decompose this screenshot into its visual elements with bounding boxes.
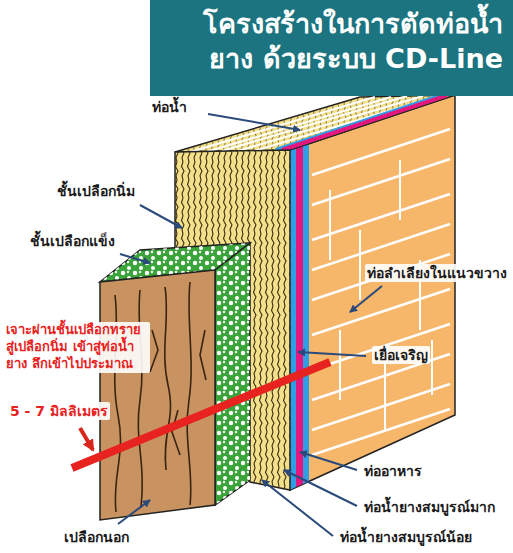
part-label: ชั้นเปลือกนิ่ม <box>55 182 137 200</box>
part-label: ท่อน้ำยางสมบูรณ์น้อย <box>338 528 474 546</box>
part-label: ท่อลำเลียงในแนวขวาง <box>365 264 509 282</box>
tapping-cut <box>72 362 330 468</box>
title-banner: โครงสร้างในการตัดท่อน้ำยาง ด้วยระบบ CD-L… <box>150 0 513 96</box>
part-label: เปลือกนอก <box>62 528 131 546</box>
wood-vessels <box>312 129 450 455</box>
part-label: ท่อน้ำ <box>150 98 189 116</box>
cambium-band <box>290 148 296 490</box>
hard-bark-side <box>215 243 250 505</box>
dimension-label: 5 - 7 มิลลิเมตร <box>8 402 110 420</box>
diagram-title: โครงสร้างในการตัดท่อน้ำยาง ด้วยระบบ CD-L… <box>150 0 513 76</box>
red-arrow <box>80 428 93 450</box>
top-face <box>175 95 455 152</box>
water-tubes <box>190 96 439 152</box>
bark-cracks <box>115 282 206 512</box>
part-label: ท่ออาหาร <box>362 462 424 480</box>
wood-rays <box>330 160 432 430</box>
part-label: เยื่อเจริญ <box>372 346 430 364</box>
wood-face <box>290 95 455 490</box>
part-label: ท่อน้ำยางสมบูรณ์มาก <box>362 498 497 516</box>
outer-bark <box>100 270 215 520</box>
part-label: ชั้นเปลือกแข็ง <box>28 232 117 250</box>
top-band <box>282 95 447 150</box>
xylem-band <box>303 144 309 484</box>
top-face-texture <box>175 95 455 152</box>
note-label: เจาะผ่านชั้นเปลือกทราย สู่เปลือกนิ่ม เข้… <box>4 322 150 373</box>
hard-bark-texture <box>215 243 250 505</box>
leader-lines <box>118 114 382 536</box>
phloem-band <box>296 146 303 487</box>
